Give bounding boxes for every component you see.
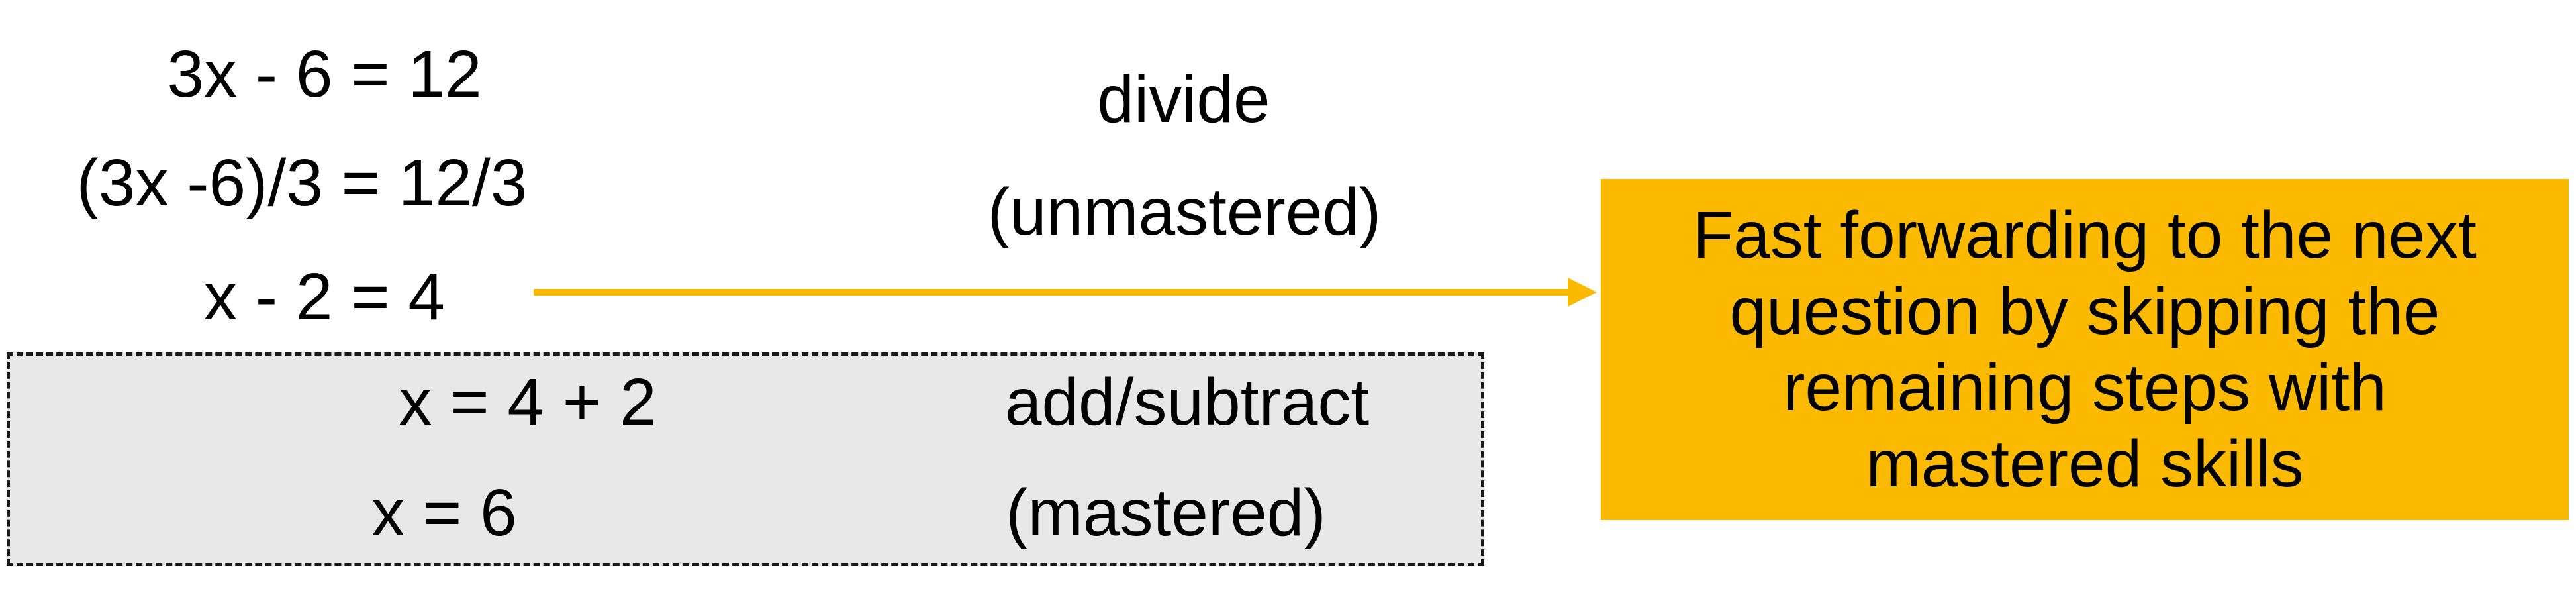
callout-text: Fast forwarding to the next question by … [1693,197,2477,501]
skill-add-subtract-label: add/subtract [1004,365,1370,439]
skill-add-subtract-status: (mastered) [1006,476,1326,550]
skill-divide-status: (unmastered) [987,175,1382,249]
equation-step-3: x - 2 = 4 [203,260,446,334]
equation-step-5: x = 6 [371,476,517,550]
skill-divide-label: divide [1097,62,1270,136]
equation-step-2: (3x -6)/3 = 12/3 [76,146,528,220]
arrow-head [1568,278,1597,307]
fast-forward-callout: Fast forwarding to the next question by … [1601,179,2569,520]
equation-step-1: 3x - 6 = 12 [167,37,482,111]
skipped-steps-box [7,352,1484,566]
equation-step-4: x = 4 + 2 [399,365,657,439]
